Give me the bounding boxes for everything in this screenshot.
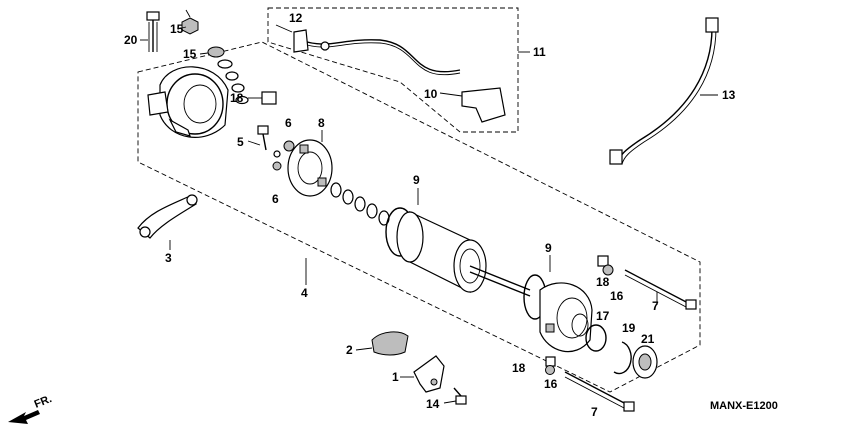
nut-15-upper <box>181 9 199 35</box>
label-10: 10 <box>424 87 438 101</box>
bracket-1 <box>413 355 445 393</box>
bearing-21 <box>632 345 658 379</box>
label-8: 8 <box>318 116 325 130</box>
label-15-upper: 15 <box>170 22 184 36</box>
washer-18-upper <box>261 91 277 105</box>
bracket-3 <box>137 194 198 239</box>
label-3: 3 <box>165 251 172 265</box>
bolt-14 <box>453 387 467 405</box>
washer-18-low <box>545 356 556 367</box>
label-18-low: 18 <box>512 361 526 375</box>
label-9-upper: 9 <box>413 173 420 187</box>
ground-cable-13 <box>609 17 719 165</box>
nut-6-lower <box>272 161 282 171</box>
label-5: 5 <box>237 135 244 149</box>
label-18-mid: 18 <box>596 275 610 289</box>
label-16-mid: 16 <box>610 289 624 303</box>
starter-cable-11 <box>293 29 461 76</box>
brush-holder-8 <box>287 139 333 197</box>
label-21: 21 <box>641 332 655 346</box>
label-6-upper: 6 <box>285 116 292 130</box>
label-12: 12 <box>289 11 303 25</box>
brush-2 <box>371 331 409 356</box>
washer-stack-top <box>207 46 249 105</box>
label-2: 2 <box>346 343 353 357</box>
terminal-cover-10 <box>461 87 506 123</box>
front-cover <box>539 282 593 353</box>
o-ring-17 <box>585 324 607 352</box>
nut-16-low <box>545 365 555 375</box>
through-bolt-7-upper <box>624 269 697 310</box>
cable-group-boundary <box>267 7 519 133</box>
through-bolt-7-lower <box>564 371 635 412</box>
label-19: 19 <box>622 321 636 335</box>
label-20: 20 <box>124 33 138 47</box>
diagram-code: MANX-E1200 <box>710 400 778 412</box>
label-1: 1 <box>392 370 399 384</box>
washer-18-mid <box>597 255 609 267</box>
bolt-5 <box>257 125 269 151</box>
shim-washers <box>330 182 390 226</box>
label-11: 11 <box>533 45 546 59</box>
label-13: 13 <box>722 88 736 102</box>
nut-16-mid <box>602 264 614 276</box>
rear-cover <box>147 66 229 138</box>
motor-yoke <box>396 211 531 297</box>
label-16-low: 16 <box>544 377 558 391</box>
label-7-lower: 7 <box>591 405 598 419</box>
bolt-20 <box>146 11 160 52</box>
nut-6-upper <box>283 140 295 152</box>
label-18-upper: 18 <box>230 91 244 105</box>
assembly-boundary <box>137 41 701 393</box>
label-9-lower: 9 <box>545 241 552 255</box>
snap-ring-19 <box>613 341 632 375</box>
front-arrow-label: FR. <box>33 393 54 411</box>
front-direction-arrow <box>8 410 40 424</box>
label-4: 4 <box>301 286 308 300</box>
label-6-lower: 6 <box>272 192 279 206</box>
label-17: 17 <box>596 309 610 323</box>
label-14: 14 <box>426 397 440 411</box>
label-15-lower: 15 <box>183 47 197 61</box>
label-7-upper: 7 <box>652 299 659 313</box>
